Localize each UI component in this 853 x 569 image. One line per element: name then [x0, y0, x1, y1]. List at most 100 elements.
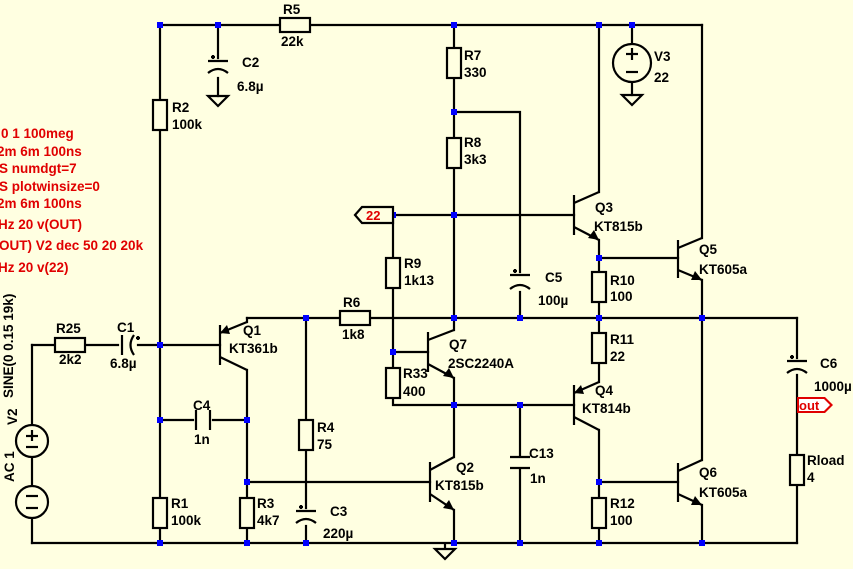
spice-directives: 0 1 100meg 2m 6m 100ns S numdgt=7 S plot…: [0, 126, 144, 275]
c2-name: C2: [242, 55, 259, 70]
r8-name: R8: [464, 135, 482, 150]
resistor-r8[interactable]: R8 3k3: [445, 135, 487, 170]
r12-name: R12: [610, 496, 635, 511]
capacitor-c6[interactable]: C6 1000µ: [786, 355, 852, 394]
c4-value: 1n: [194, 432, 210, 447]
directive-line-7: OUT) V2 dec 50 20 20k: [0, 238, 144, 253]
transistor-q7[interactable]: Q7 2SC2240A: [426, 328, 514, 379]
resistor-rload[interactable]: Rload 4: [788, 453, 845, 487]
q7-name: Q7: [449, 337, 467, 352]
r25-value: 2k2: [59, 352, 82, 367]
r2-name: R2: [172, 100, 189, 115]
transistor-q6[interactable]: Q6 KT605a: [676, 459, 748, 506]
resistor-r10[interactable]: R10 100: [590, 270, 635, 304]
q2-name: Q2: [456, 460, 474, 475]
v2-type: AC 1: [2, 451, 17, 482]
ground-main: [432, 543, 458, 561]
capacitor-c4[interactable]: C4 1n: [193, 398, 212, 447]
directive-line-8: Hz 20 v(22): [0, 260, 69, 275]
rload-value: 4: [807, 470, 815, 485]
resistor-r11[interactable]: R11 22: [590, 331, 635, 365]
r10-value: 100: [610, 289, 633, 304]
r9-name: R9: [404, 256, 421, 271]
v3-name: V3: [654, 49, 671, 64]
r4-value: 75: [317, 437, 333, 452]
capacitor-c3[interactable]: C3 220µ: [295, 504, 353, 541]
r33-name: R33: [403, 366, 428, 381]
resistor-r5[interactable]: R5 22k: [278, 2, 312, 49]
rload-name: Rload: [807, 453, 845, 468]
c2-value: 6.8µ: [237, 79, 264, 94]
voltage-source-v2[interactable]: V2 AC 1 SINE(0 0.15 19k): [1, 294, 50, 520]
c1-value: 6.8µ: [110, 356, 137, 371]
r3-value: 4k7: [257, 513, 280, 528]
transistor-q4[interactable]: Q4 KT814b: [572, 380, 631, 431]
c4-name: C4: [193, 398, 211, 413]
r7-name: R7: [464, 48, 481, 63]
q4-model: KT814b: [582, 401, 631, 416]
resistor-r25[interactable]: R25 2k2: [53, 321, 87, 367]
r6-value: 1k8: [342, 327, 365, 342]
resistor-r7[interactable]: R7 330: [445, 46, 487, 80]
q3-model: KT815b: [594, 219, 643, 234]
q1-name: Q1: [243, 323, 262, 338]
capacitor-c1[interactable]: C1 6.8µ: [110, 320, 140, 371]
r25-name: R25: [56, 321, 81, 336]
r8-value: 3k3: [464, 152, 487, 167]
q1-model: KT361b: [229, 341, 278, 356]
resistor-r9[interactable]: R9 1k13: [384, 256, 435, 290]
q6-name: Q6: [699, 465, 718, 480]
directive-line-2: 2m 6m 100ns: [0, 144, 82, 159]
directive-line-6: Hz 20 v(OUT): [0, 217, 82, 232]
c3-name: C3: [330, 504, 348, 519]
c3-value: 220µ: [323, 526, 353, 541]
directive-line-5: 2m 6m 100ns: [0, 196, 82, 211]
directive-line-1: 0 1 100meg: [1, 126, 74, 141]
ground-c2: [205, 94, 231, 108]
v2-name: V2: [5, 408, 20, 425]
resistor-r1[interactable]: R1 100k: [151, 496, 202, 530]
q7-model: 2SC2240A: [448, 356, 514, 371]
directive-line-3: S numdgt=7: [0, 161, 77, 176]
transistor-q1[interactable]: Q1 KT361b: [218, 320, 278, 371]
r5-name: R5: [283, 2, 301, 17]
v3-value: 22: [654, 70, 669, 85]
transistor-q3[interactable]: Q3 KT815b: [572, 190, 643, 241]
c13-name: C13: [529, 446, 554, 461]
c5-name: C5: [545, 270, 563, 285]
net-label-22[interactable]: 22: [353, 205, 395, 225]
c5-value: 100µ: [538, 293, 568, 308]
c6-name: C6: [820, 356, 838, 371]
r12-value: 100: [610, 513, 633, 528]
q2-model: KT815b: [435, 478, 484, 493]
q5-model: KT605a: [699, 262, 748, 277]
r3-name: R3: [257, 496, 275, 511]
resistor-r3[interactable]: R3 4k7: [238, 496, 280, 530]
r11-value: 22: [610, 349, 625, 364]
net-label-out[interactable]: out: [797, 397, 833, 413]
r1-value: 100k: [171, 513, 202, 528]
r5-value: 22k: [281, 34, 304, 49]
c1-name: C1: [117, 320, 135, 335]
r9-value: 1k13: [404, 273, 435, 288]
resistor-r6[interactable]: R6 1k8: [338, 295, 372, 342]
net-out-text: out: [799, 398, 820, 413]
resistor-r12[interactable]: R12 100: [590, 496, 635, 530]
q4-name: Q4: [595, 383, 614, 398]
ground-v3: [619, 93, 645, 107]
q6-model: KT605a: [699, 485, 748, 500]
transistor-q2[interactable]: Q2 KT815b: [428, 456, 484, 511]
resistor-r2[interactable]: R2 100k: [151, 98, 203, 132]
capacitor-c2[interactable]: C2 6.8µ: [207, 55, 264, 94]
directive-line-4: S plotwinsize=0: [0, 179, 100, 194]
resistor-r4[interactable]: R4 75: [297, 418, 335, 452]
resistor-r33[interactable]: R33 400: [384, 366, 428, 400]
voltage-source-v3[interactable]: V3 22: [611, 42, 671, 85]
c6-value: 1000µ: [814, 379, 852, 394]
net-22-text: 22: [366, 208, 380, 223]
capacitor-c13[interactable]: C13 1n: [510, 446, 554, 486]
capacitor-c5[interactable]: C5 100µ: [509, 269, 568, 308]
transistor-q5[interactable]: Q5 KT605a: [676, 236, 748, 282]
r10-name: R10: [610, 273, 635, 288]
